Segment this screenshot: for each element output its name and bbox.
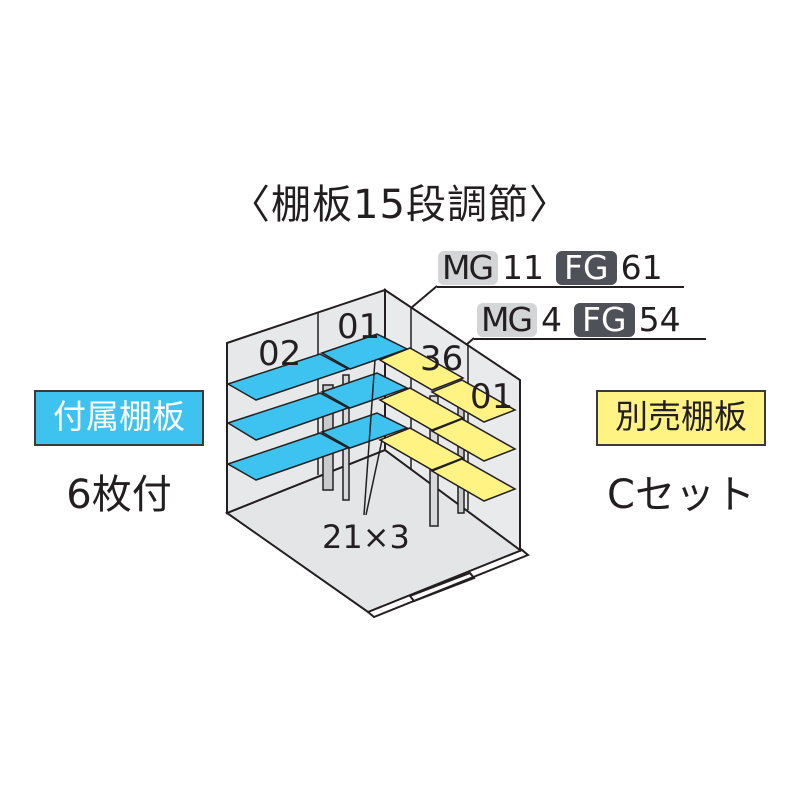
- included-shelf-count: 6枚付: [66, 472, 172, 518]
- pitch-label: 21×3: [322, 518, 410, 556]
- mg-value: 11: [502, 248, 545, 287]
- shelf-label-side-far: 01: [470, 377, 513, 417]
- optional-shelf-set: Cセット: [607, 472, 755, 518]
- mg-badge: MG: [438, 250, 499, 285]
- page-title: 〈棚板15段調節〉: [230, 182, 570, 228]
- fg-value: 54: [638, 300, 681, 339]
- spec-underline-1: [437, 286, 684, 288]
- spec-row-1: MG 11 FG 61: [438, 248, 675, 287]
- shelf-label-side-near: 36: [420, 339, 463, 379]
- fg-value: 61: [620, 248, 663, 287]
- spec-row-2: MG 4 FG 54: [477, 300, 693, 339]
- optional-shelf-badge: 別売棚板: [596, 390, 766, 446]
- mg-value: 4: [541, 300, 563, 339]
- included-shelves: [226, 333, 409, 481]
- spec-underline-2: [474, 338, 706, 340]
- shelf-label-back-left: 02: [258, 334, 301, 374]
- fg-badge: FG: [574, 302, 635, 337]
- fg-badge: FG: [556, 250, 617, 285]
- included-shelf-badge: 付属棚板: [34, 390, 204, 446]
- shelf-label-back-middle: 01: [337, 307, 380, 347]
- optional-shelves: [378, 347, 517, 502]
- mg-badge: MG: [477, 302, 538, 337]
